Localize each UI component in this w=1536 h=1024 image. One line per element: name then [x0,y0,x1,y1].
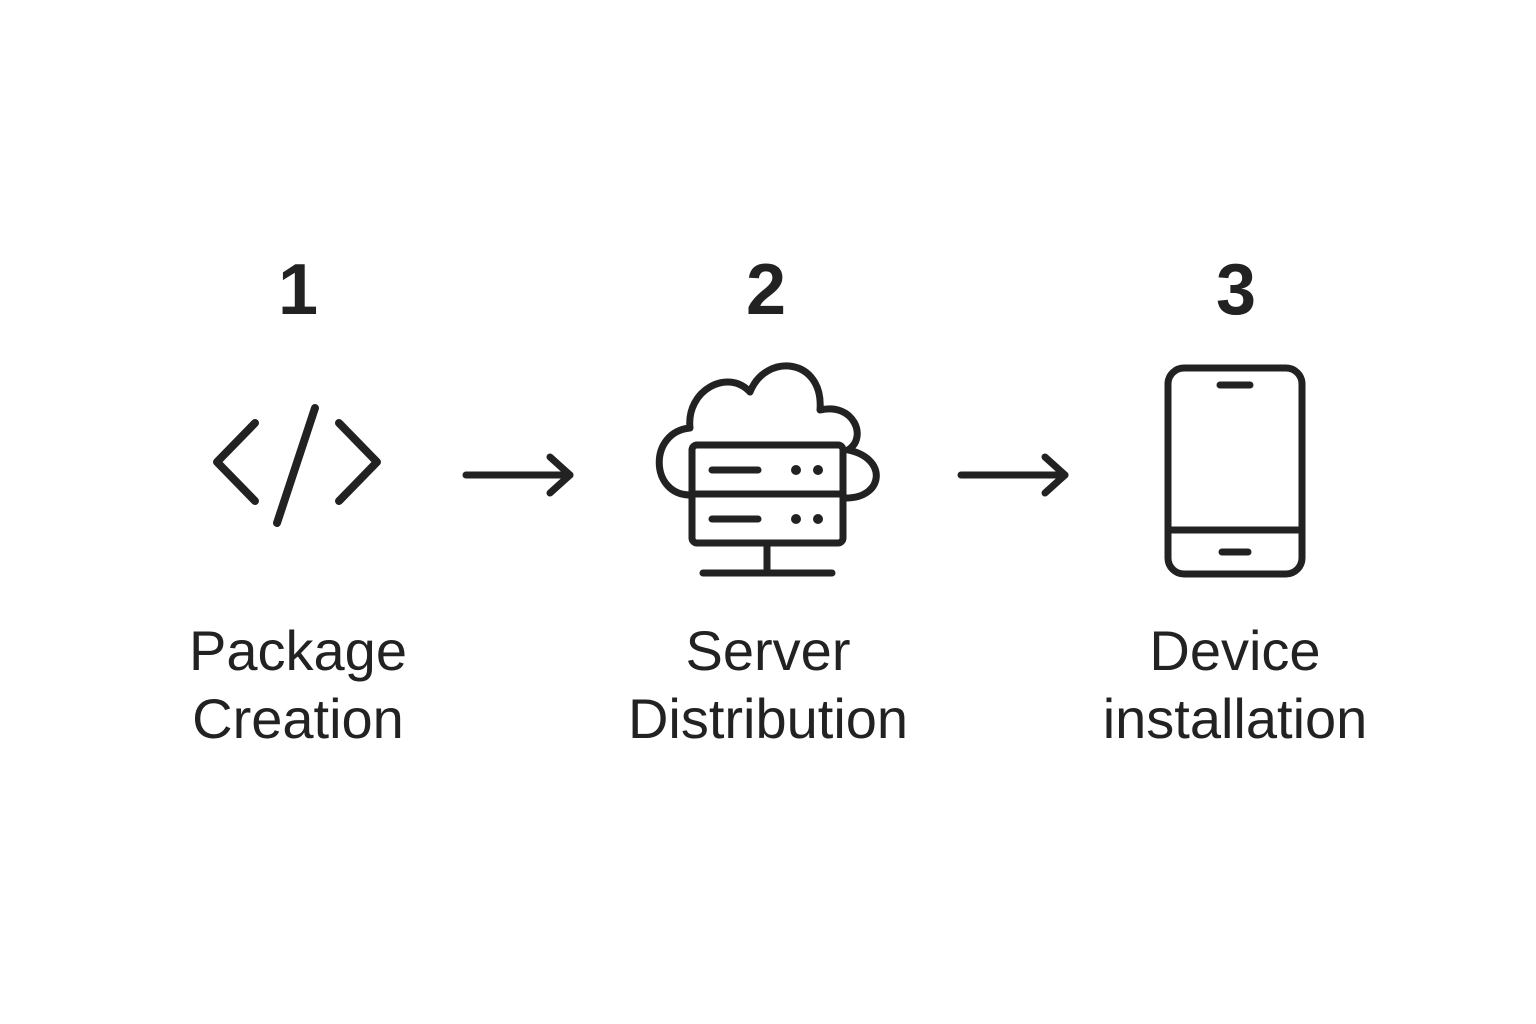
cloud-server-icon [640,350,895,585]
code-icon [205,395,390,535]
step-3-label-line1: Device [1149,619,1321,682]
arrow-right-icon [955,450,1075,500]
step-1-label: Package Creation [118,617,478,753]
step-2-label-line1: Server [685,619,851,682]
step-3-number: 3 [1215,250,1257,330]
step-2-number: 2 [745,250,787,330]
step-3-label: Device installation [1055,617,1415,753]
step-2-label-line2: Distribution [627,687,909,750]
step-3-label-line2: installation [1102,687,1368,750]
step-1-label-line2: Creation [192,687,404,750]
step-1-label-line1: Package [189,619,407,682]
step-2-label: Server Distribution [588,617,948,753]
step-1-number: 1 [277,250,319,330]
smartphone-icon [1160,360,1310,580]
arrow-right-icon [460,450,580,500]
